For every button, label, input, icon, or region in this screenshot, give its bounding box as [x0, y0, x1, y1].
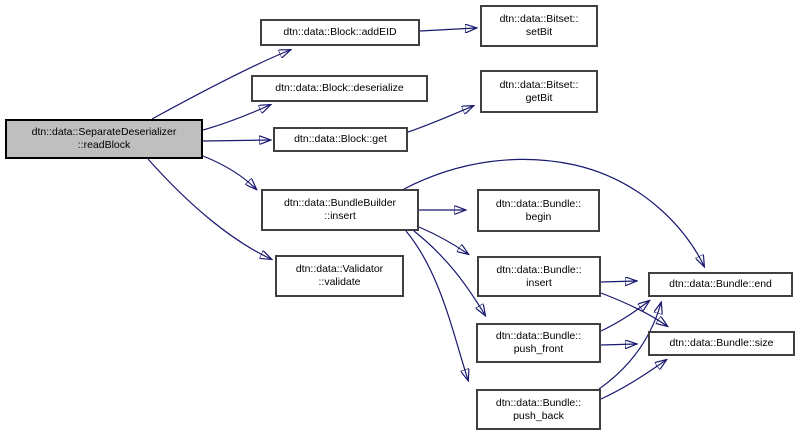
node-label: dtn::data::BundleBuilder	[283, 197, 397, 209]
edge-get-to-getbit	[407, 106, 473, 133]
edge-readblock-to-deserialize	[202, 105, 270, 131]
node-label: insert	[526, 276, 552, 289]
node-separatedeserializer-readblock[interactable]: dtn::data::SeparateDeserializer ::readBl…	[5, 119, 203, 159]
node-label: dtn::data::Bundle::	[495, 330, 582, 342]
node-label: getBit	[525, 91, 553, 104]
edge-builderinsert-to-pushback	[405, 230, 468, 380]
node-bundle-begin[interactable]: dtn::data::Bundle:: begin	[477, 189, 600, 232]
edge-addeid-to-setbit	[419, 28, 476, 31]
node-label: dtn::data::Bundle::end	[669, 278, 772, 290]
edge-readblock-to-validate	[147, 158, 271, 259]
node-block-deserialize[interactable]: dtn::data::Block::deserialize	[251, 75, 428, 102]
node-label: dtn::data::Bitset::	[499, 13, 579, 25]
edge-builderinsert-to-pushfront	[413, 230, 485, 315]
node-label: dtn::data::Block::get	[294, 133, 387, 145]
node-label: setBit	[525, 26, 553, 38]
node-block-get[interactable]: dtn::data::Block::get	[273, 127, 408, 152]
node-label: dtn::data::Bundle::	[496, 263, 582, 276]
edge-readblock-to-builderinsert	[202, 155, 256, 189]
edge-insert-to-size	[600, 292, 667, 326]
edge-readblock-to-addeid	[151, 50, 290, 120]
node-label: dtn::data::Bundle::	[495, 197, 582, 210]
node-block-addeid[interactable]: dtn::data::Block::addEID	[260, 19, 420, 46]
edge-pushfront-to-end	[600, 301, 649, 332]
node-bundlebuilder-insert[interactable]: dtn::data::BundleBuilder ::insert	[261, 189, 419, 231]
node-label: dtn::data::Bundle::	[495, 396, 582, 409]
node-bundle-insert[interactable]: dtn::data::Bundle:: insert	[477, 256, 601, 297]
edge-builderinsert-to-insert	[418, 226, 468, 254]
node-bundle-pushback[interactable]: dtn::data::Bundle:: push_back	[476, 389, 601, 430]
node-label: dtn::data::Bitset::	[499, 78, 579, 91]
node-label: ::readBlock	[77, 139, 131, 151]
node-label: dtn::data::Block::addEID	[283, 26, 397, 38]
edge-builderinsert-to-end	[403, 158, 704, 266]
edge-readblock-to-get	[202, 140, 270, 141]
node-validator-validate[interactable]: dtn::data::Validator ::validate	[275, 255, 404, 297]
node-label: begin	[525, 210, 552, 223]
edge-pushback-to-end	[598, 303, 661, 390]
node-bitset-getbit[interactable]: dtn::data::Bitset:: getBit	[480, 70, 598, 113]
node-bundle-size[interactable]: dtn::data::Bundle::size	[648, 331, 795, 356]
node-label: push_front	[513, 343, 564, 355]
node-label: dtn::data::SeparateDeserializer	[31, 126, 177, 138]
node-label: ::validate	[318, 276, 361, 288]
node-label: dtn::data::Block::deserialize	[275, 82, 404, 94]
node-label: dtn::data::Bundle::size	[669, 337, 774, 349]
node-bitset-setbit[interactable]: dtn::data::Bitset:: setBit	[480, 5, 598, 47]
edge-insert-to-end	[600, 281, 636, 282]
node-label: ::insert	[324, 210, 356, 222]
edge-pushback-to-size	[600, 360, 666, 400]
node-label: push_back	[513, 409, 564, 422]
node-label: dtn::data::Validator	[295, 263, 384, 275]
node-bundle-pushfront[interactable]: dtn::data::Bundle:: push_front	[476, 323, 601, 363]
node-bundle-end[interactable]: dtn::data::Bundle::end	[648, 272, 793, 297]
edge-pushfront-to-size	[600, 344, 636, 345]
